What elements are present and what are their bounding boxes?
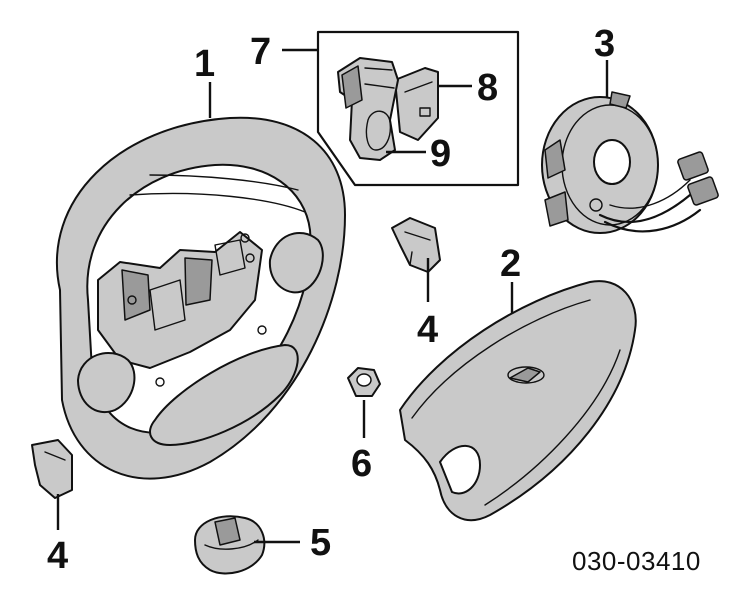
callout-5: 5	[310, 522, 331, 564]
callout-2: 2	[500, 243, 521, 285]
steering-wheel	[55, 116, 346, 480]
callout-4-lower: 4	[47, 535, 68, 577]
air-bag-module	[399, 280, 637, 521]
callout-6: 6	[351, 443, 372, 485]
callout-3: 3	[594, 23, 615, 65]
diagram-code: 030-03410	[572, 546, 701, 576]
callout-7: 7	[250, 31, 271, 73]
clip-upper	[391, 217, 441, 273]
switch-part-9	[337, 57, 399, 161]
callout-4-upper: 4	[417, 309, 438, 351]
switch-assembly-box	[316, 30, 520, 187]
leader-lines	[56, 48, 609, 544]
horn-switch	[194, 515, 266, 575]
callout-1: 1	[194, 43, 215, 85]
clip-lower	[31, 439, 73, 499]
spiral-cable	[541, 91, 719, 234]
nut	[347, 367, 381, 397]
callout-9: 9	[430, 133, 451, 175]
callout-8: 8	[477, 67, 498, 109]
switch-part-8	[394, 67, 439, 141]
